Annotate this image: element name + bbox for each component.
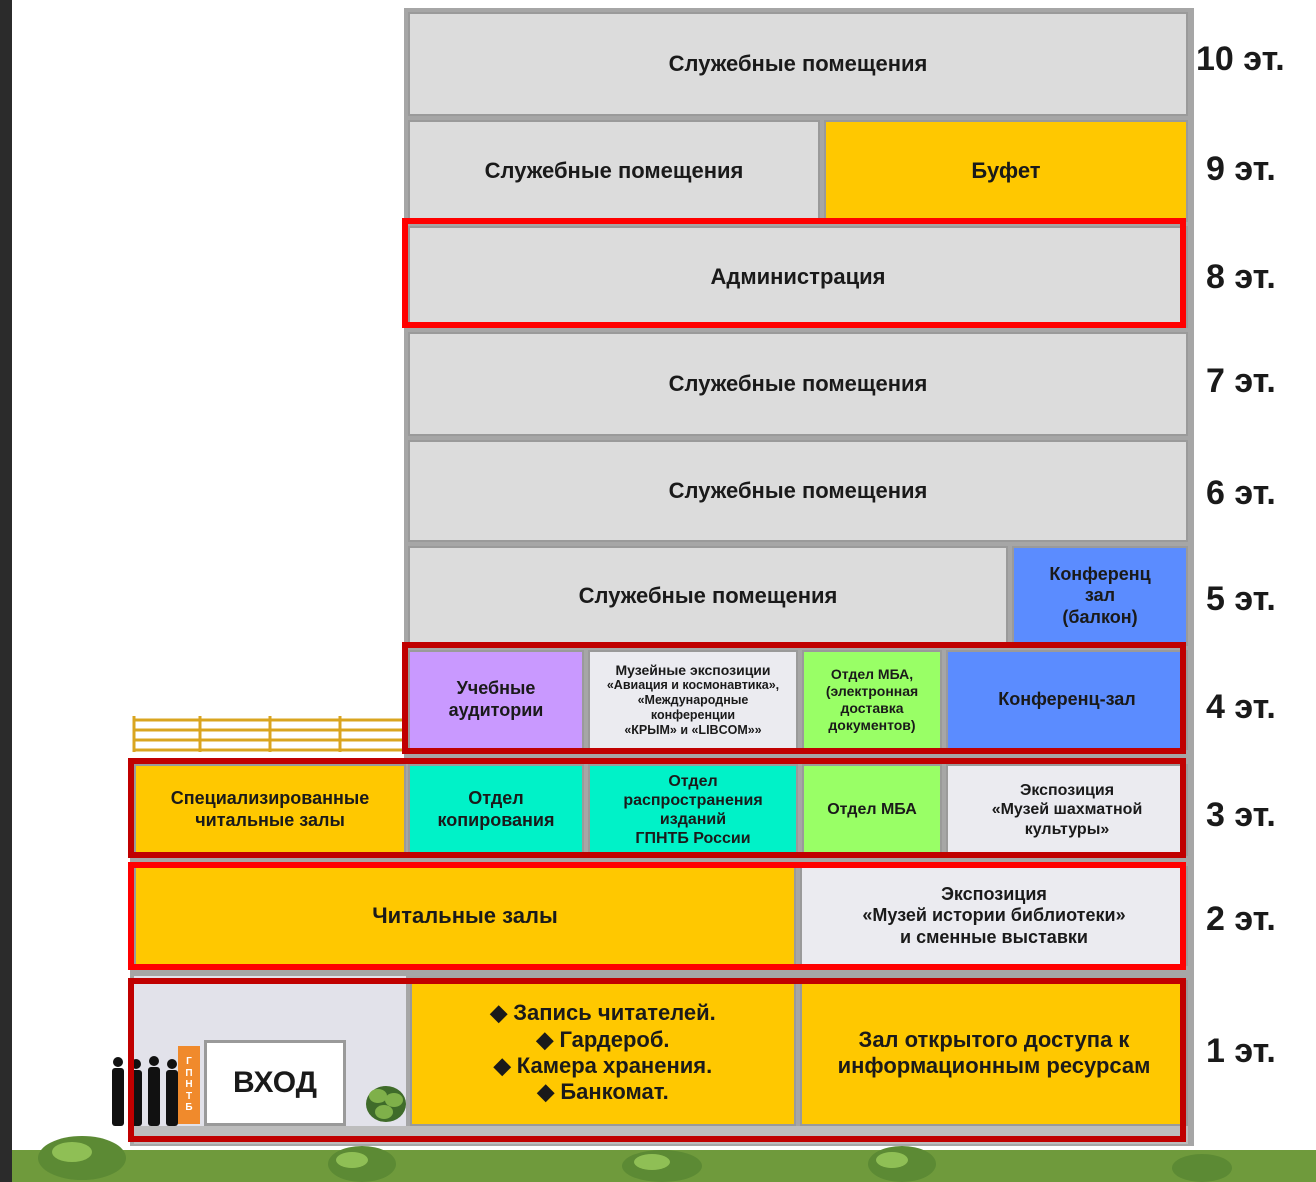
floor5-label: 5 эт. [1206,580,1276,618]
ground-bushes [38,1136,1232,1182]
floor2-library-history-museum: Экспозиция «Музей истории библиотеки» и … [800,866,1188,966]
floor9-service-rooms: Служебные помещения [408,120,820,222]
floor7-service-rooms: Служебные помещения [408,332,1188,436]
floor6-service-rooms: Служебные помещения [408,440,1188,542]
floor10-service-rooms: Служебные помещения [408,12,1188,116]
floor5-service-rooms: Служебные помещения [408,546,1008,646]
floor1-services: ◆ Запись читателей. ◆ Гардероб. ◆ Камера… [410,980,796,1126]
floor9-label: 9 эт. [1206,150,1276,188]
entrance-sign-ghntb: Г П Н Т Б [178,1046,200,1124]
plant-icon [366,1086,406,1122]
floor5-conference-balcony: Конференц зал (балкон) [1012,546,1188,646]
floor4-museum-title: Музейные экспозиции [615,661,771,678]
floor6-label: 6 эт. [1206,474,1276,512]
floor10-label: 10 эт. [1196,40,1285,78]
floor3-distribution-department: Отдел распространения изданий ГПНТБ Росс… [588,764,798,856]
floor4-museum-subtitle: «Авиация и космонавтика», «Международные… [606,678,780,738]
floor8-label: 8 эт. [1206,258,1276,296]
floor4-mba-department: Отдел МБА, (электронная доставка докумен… [802,650,942,750]
floor3-mba-department: Отдел МБА [802,764,942,856]
floor3-special-reading-rooms: Специализированные читальные залы [134,764,406,856]
floor4-label: 4 эт. [1206,688,1276,726]
railing-icon [132,716,406,752]
people-silhouette-icon [112,1056,178,1126]
floor9-buffet: Буфет [824,120,1188,222]
floor2-reading-halls: Читальные залы [134,866,796,966]
floor3-chess-museum: Экспозиция «Музей шахматной культуры» [946,764,1188,856]
floor7-label: 7 эт. [1206,362,1276,400]
floor3-copy-department: Отдел копирования [408,764,584,856]
building-diagram: Служебные помещения Служебные помещения … [12,0,1316,1182]
floor1-open-access-hall: Зал открытого доступа к информационным р… [800,980,1188,1126]
floor2-label: 2 эт. [1206,900,1276,938]
floor3-label: 3 эт. [1206,796,1276,834]
floor4-museum-exhibitions: Музейные экспозиции «Авиация и космонавт… [588,650,798,750]
entrance-door: ВХОД [204,1040,346,1126]
floor1-label: 1 эт. [1206,1032,1276,1070]
floor4-classrooms: Учебные аудитории [408,650,584,750]
floor8-administration: Администрация [408,226,1188,328]
floor4-conference-hall: Конференц-зал [946,650,1188,750]
